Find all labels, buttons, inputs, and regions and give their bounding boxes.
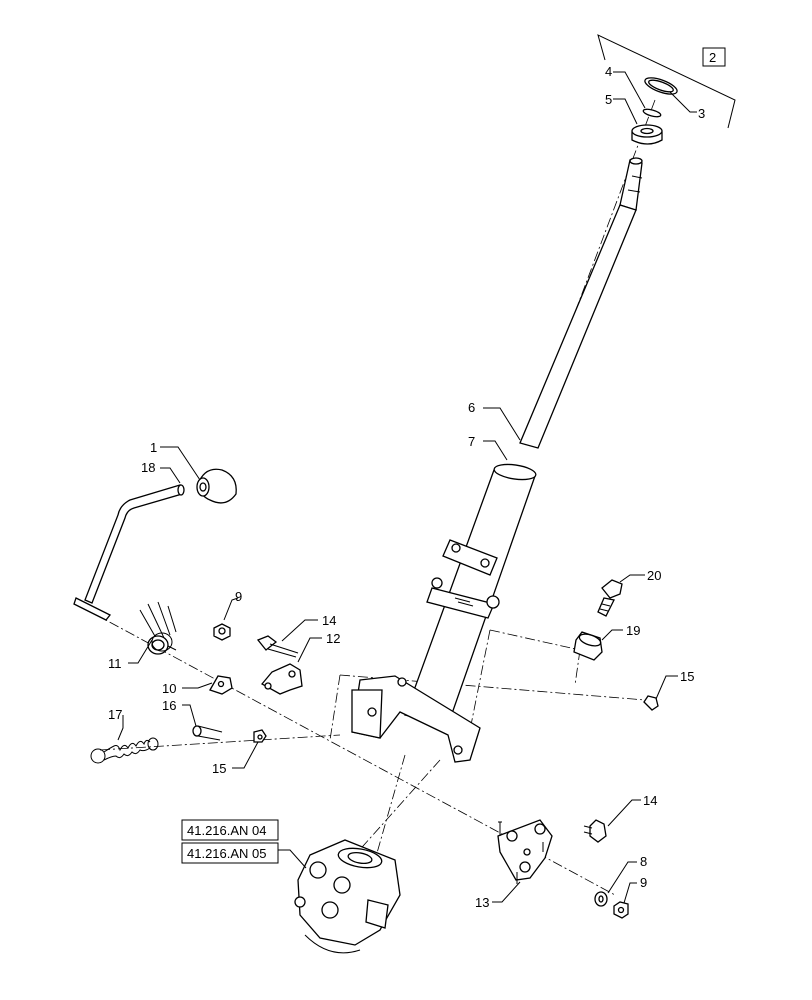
callout-2-box [702,47,726,67]
nut-right [643,695,659,711]
callout-20: 20 [647,568,661,583]
callout-3: 3 [698,106,705,121]
callout-4: 4 [605,64,612,79]
nut-upper [213,623,231,641]
callout-18: 18 [141,460,155,475]
callout-13: 13 [475,895,489,910]
snap-ring [642,108,662,118]
callout-10: 10 [162,681,176,696]
mounting-plate [497,819,553,884]
callout-14-upper: 14 [322,613,336,628]
callout-15-right: 15 [680,669,694,684]
callout-5: 5 [605,92,612,107]
bolt-right [597,579,623,617]
kit-bracket [597,34,736,129]
callout-11: 11 [108,656,122,671]
washer [594,891,608,907]
reference-link-1[interactable]: 41.216.AN 04 [187,823,267,838]
callout-7: 7 [468,434,475,449]
pawl [209,675,233,695]
lever-knob [196,468,237,504]
callout-16: 16 [162,698,176,713]
callout-labels: 1 2 3 4 5 6 7 8 9 9 10 11 12 13 14 14 15… [108,47,726,910]
bolt-lower [583,819,607,843]
seal-ring [644,77,678,95]
lock-plate [260,663,303,695]
callout-9-lower: 9 [640,875,647,890]
reference-link-2[interactable]: 41.216.AN 05 [187,846,267,861]
callout-12: 12 [326,631,340,646]
callout-9-upper: 9 [235,589,242,604]
callout-15-left: 15 [212,761,226,776]
tilt-lever [73,484,185,621]
steering-shaft [519,157,643,449]
leader-lines [117,71,697,904]
nut-lower-right [613,901,629,919]
callout-2: 2 [709,50,716,65]
reference-boxes: 41.216.AN 04 41.216.AN 05 [181,819,279,864]
column-tube [351,463,537,763]
bearing [631,124,663,145]
callout-14-lower: 14 [643,793,657,808]
torsion-spring [139,601,177,655]
callout-8: 8 [640,854,647,869]
tension-spring [90,737,159,764]
reference-box-2[interactable] [181,842,279,864]
reference-box-1[interactable] [181,819,279,841]
nut-lower-left [253,729,267,743]
bolt-upper [256,635,299,658]
pin [192,725,223,741]
callout-19: 19 [626,623,640,638]
callout-1: 1 [150,440,157,455]
callout-17: 17 [108,707,122,722]
bushing [573,631,603,661]
steering-valve [294,839,401,954]
callout-6: 6 [468,400,475,415]
